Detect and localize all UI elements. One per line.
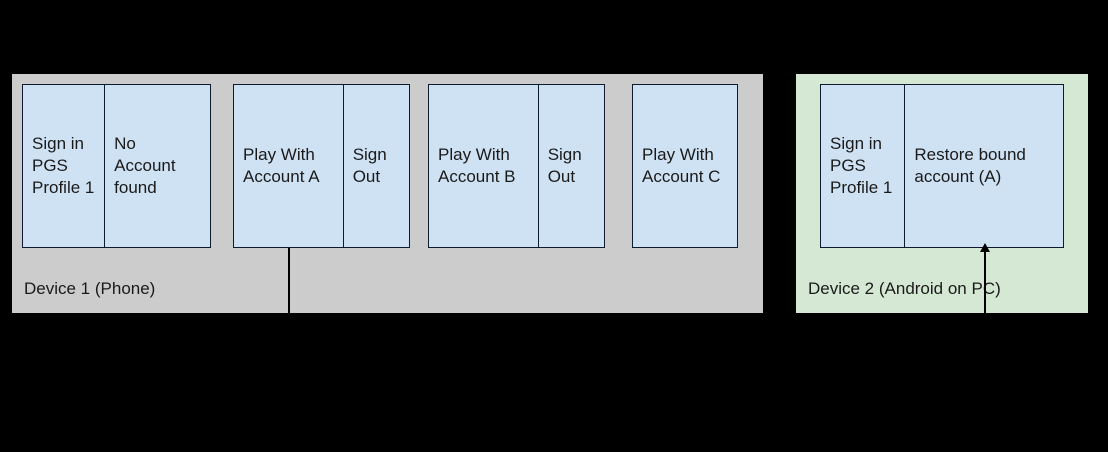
step-label: Play With Account B <box>438 145 516 186</box>
step-label: Sign Out <box>352 145 387 186</box>
step-label: Sign Out <box>547 145 582 186</box>
step-play-with-account-b[interactable]: Play With Account B <box>429 85 538 247</box>
device-1-label: Device 1 (Phone) <box>24 279 156 299</box>
device-2-label: Device 2 (Android on PC) <box>808 279 1001 299</box>
step-no-account-found[interactable]: No Account found <box>104 85 210 247</box>
step-group-restore-account[interactable]: Sign in PGS Profile 1 Restore bound acco… <box>820 84 1064 248</box>
step-sign-in-pgs-profile-1[interactable]: Sign in PGS Profile 1 <box>23 85 104 247</box>
step-label: No Account found <box>114 134 176 197</box>
step-group-account-c[interactable]: Play With Account C <box>632 84 738 248</box>
device-1-container: Sign in PGS Profile 1 No Account found P… <box>12 74 763 313</box>
step-sign-out-b[interactable]: Sign Out <box>537 85 604 247</box>
step-play-with-account-a[interactable]: Play With Account A <box>234 85 343 247</box>
step-label: Sign in PGS Profile 1 <box>830 134 893 197</box>
step-group-account-a[interactable]: Play With Account A Sign Out <box>233 84 410 248</box>
step-restore-bound-account-a[interactable]: Restore bound account (A) <box>904 85 1063 247</box>
step-sign-out-a[interactable]: Sign Out <box>342 85 409 247</box>
arrow-head-icon <box>980 243 990 252</box>
step-play-with-account-c[interactable]: Play With Account C <box>633 85 737 247</box>
connector-line-restore <box>984 250 986 313</box>
step-group-signin-profile1[interactable]: Sign in PGS Profile 1 No Account found <box>22 84 211 248</box>
step-group-account-b[interactable]: Play With Account B Sign Out <box>428 84 605 248</box>
step-label: Play With Account C <box>642 145 721 186</box>
step-label: Play With Account A <box>243 145 320 186</box>
step-label: Restore bound account (A) <box>914 145 1026 186</box>
connector-line-account-a <box>288 248 290 313</box>
step-sign-in-pgs-profile-1-device2[interactable]: Sign in PGS Profile 1 <box>821 85 904 247</box>
device-2-container: Sign in PGS Profile 1 Restore bound acco… <box>796 74 1088 313</box>
step-label: Sign in PGS Profile 1 <box>32 134 95 197</box>
